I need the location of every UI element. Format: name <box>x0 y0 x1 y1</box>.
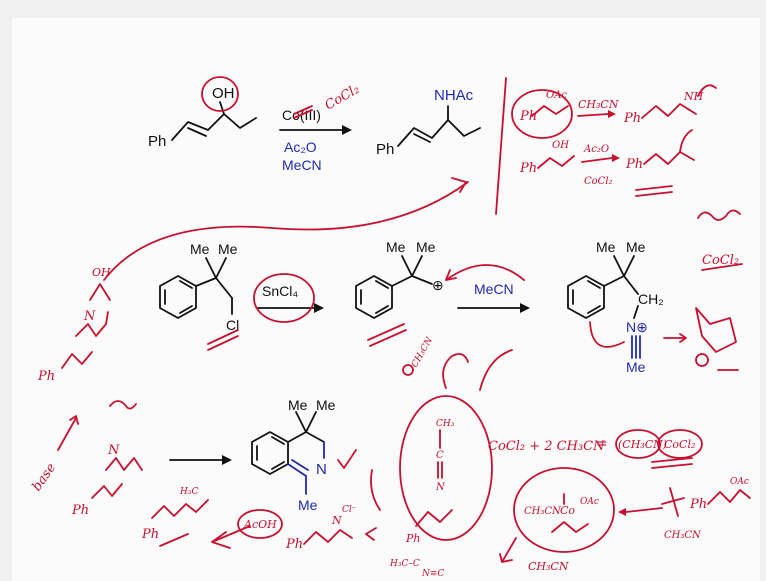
arrowhead <box>451 177 467 193</box>
note-cx-co: Co <box>560 504 575 517</box>
note-ph: Ph <box>519 109 537 124</box>
curly-arrow <box>445 264 525 281</box>
note-eq-box1: (CH₃CN) <box>618 438 667 451</box>
note-ph-ball: Ph <box>405 532 421 545</box>
hydroxyl-label: OH <box>212 85 235 102</box>
reagent-mecn: MeCN <box>282 157 322 173</box>
note-ac2o: Ac₂O <box>583 144 609 155</box>
whiteboard: Ph OH Co(III) Ac₂O MeCN CoCl₂ Ph NHAc Ph… <box>12 18 760 581</box>
note-prod-ph: Ph <box>623 111 641 126</box>
allylic-amide-structure: Ph NHAc <box>376 87 481 158</box>
reagent-ac2o: Ac₂O <box>284 139 317 155</box>
imine-n: N <box>316 461 327 478</box>
bottom-left-notes: AcOH Ph H₃C Ph N Cl⁻ <box>141 469 381 552</box>
note-ch3cn-mid: CH₃CN <box>410 335 436 370</box>
note-cocl2b: CoCl₂ <box>584 176 613 187</box>
note-eq-eq: = <box>596 436 608 452</box>
methyl-label: Me <box>218 241 238 257</box>
methyl-label: Me <box>626 239 646 255</box>
note-eq-left: CoCl₂ + 2 CH₃CN <box>488 439 605 454</box>
methyl-label: Me <box>596 239 616 255</box>
nhac-label: NHAc <box>434 87 474 104</box>
ch2-label: CH₂ <box>638 291 664 307</box>
note-r-ch3cn: CH₃CN <box>664 530 702 541</box>
note-cx-oac: OAc <box>580 497 599 507</box>
dihydroisoquinoline-structure: Me Me N Me <box>251 397 357 513</box>
loop-arrow <box>442 353 469 389</box>
note-eq-box2: CoCl₂ <box>664 438 695 451</box>
methyl-label: Me <box>386 239 406 255</box>
reagent-sncl4: SnCl₄ <box>262 283 298 299</box>
note-cl-b: Cl⁻ <box>342 505 357 515</box>
note-ph2-left: Ph <box>71 503 89 518</box>
note-n-b: N <box>331 514 342 527</box>
chemistry-diagram: Ph OH Co(III) Ac₂O MeCN CoCl₂ Ph NHAc Ph… <box>29 76 751 579</box>
nitrilium-structure: Me Me CH₂ N⊕ Me <box>567 239 739 375</box>
note-oac: OAc <box>546 90 567 101</box>
note-n-ball: N <box>435 482 446 493</box>
top-reaction-arrow: Co(III) Ac₂O MeCN CoCl₂ <box>279 82 363 173</box>
methyl-label: Me <box>190 241 210 257</box>
oval-annotation: CH₃ C N Ph H₃C–C N≡C <box>389 395 493 579</box>
methyl-label: Me <box>288 397 308 413</box>
curved-arrow-up <box>479 349 513 391</box>
note-r-ph: Ph <box>689 497 707 512</box>
note-ch3: CH₃ <box>436 419 455 429</box>
cobalt-complex: CH₃CN Co OAc CH₃CN <box>499 467 615 573</box>
note-ph-b1: Ph <box>141 527 159 542</box>
chloride-label: Cl <box>226 317 239 333</box>
allylic-acetate-note: CH₃CN Ph OAc <box>618 477 751 541</box>
sncl4-arrow: SnCl₄ <box>253 273 324 323</box>
nitrilium-n: N⊕ <box>626 319 648 335</box>
methyl-label: Me <box>626 359 646 375</box>
mecn-arrow: MeCN <box>445 264 530 313</box>
note-prod-ph2: Ph <box>625 157 643 172</box>
methyl-label: Me <box>316 397 336 413</box>
cocl2-note: CoCl₂ <box>323 82 363 114</box>
note-nc: N≡C <box>421 569 444 579</box>
note-cocl2c: CoCl₂ <box>702 253 739 268</box>
reagent-mecn2: MeCN <box>474 281 514 297</box>
note-ph-b2: Ph <box>285 537 303 552</box>
divider-line <box>495 77 507 215</box>
phenyl-label: Ph <box>148 133 166 150</box>
note-ch3cn: CH₃CN <box>578 98 619 111</box>
note-base: base <box>29 460 59 494</box>
up-arrow <box>57 417 77 451</box>
curved-arrow-left <box>103 181 469 281</box>
note-ph-left: Ph <box>37 369 55 384</box>
right-notes: Ph OAc CH₃CN Ph NH Ph OH Ac₂O CoCl₂ Ph C… <box>511 84 743 271</box>
note-oh2: OH <box>552 140 569 151</box>
bottom-arrow <box>169 455 232 465</box>
cocl2-equation: CoCl₂ + 2 CH₃CN = (CH₃CN) CoCl₂ <box>488 429 703 469</box>
product-phenyl: Ph <box>376 141 394 158</box>
circle-annotation <box>201 76 239 112</box>
note-r-oac: OAc <box>730 477 749 487</box>
methyl-label: Me <box>416 239 436 255</box>
carbocation-structure: Me Me ⊕ <box>355 239 444 347</box>
note-oh-left: OH <box>92 266 111 279</box>
note-h3c: H₃C <box>179 487 198 497</box>
note-n-left: N <box>83 309 96 324</box>
note-h3cc: H₃C–C <box>389 559 420 569</box>
chloride-substrate: Me Me Cl <box>159 241 239 351</box>
note-ph2: Ph <box>519 161 537 176</box>
note-ch3cn-b: CH₃CN <box>528 560 569 573</box>
allylic-alcohol-structure: Ph OH <box>148 76 257 150</box>
note-acoh: AcOH <box>243 518 277 531</box>
methyl-label: Me <box>298 497 318 513</box>
cation-charge: ⊕ <box>432 277 444 293</box>
left-notes: OH N Ph base N Ph <box>29 266 143 518</box>
note-n2-left: N <box>107 443 120 458</box>
note-c: C <box>436 450 444 461</box>
note-cx-ch3cn: CH₃CN <box>524 506 562 517</box>
